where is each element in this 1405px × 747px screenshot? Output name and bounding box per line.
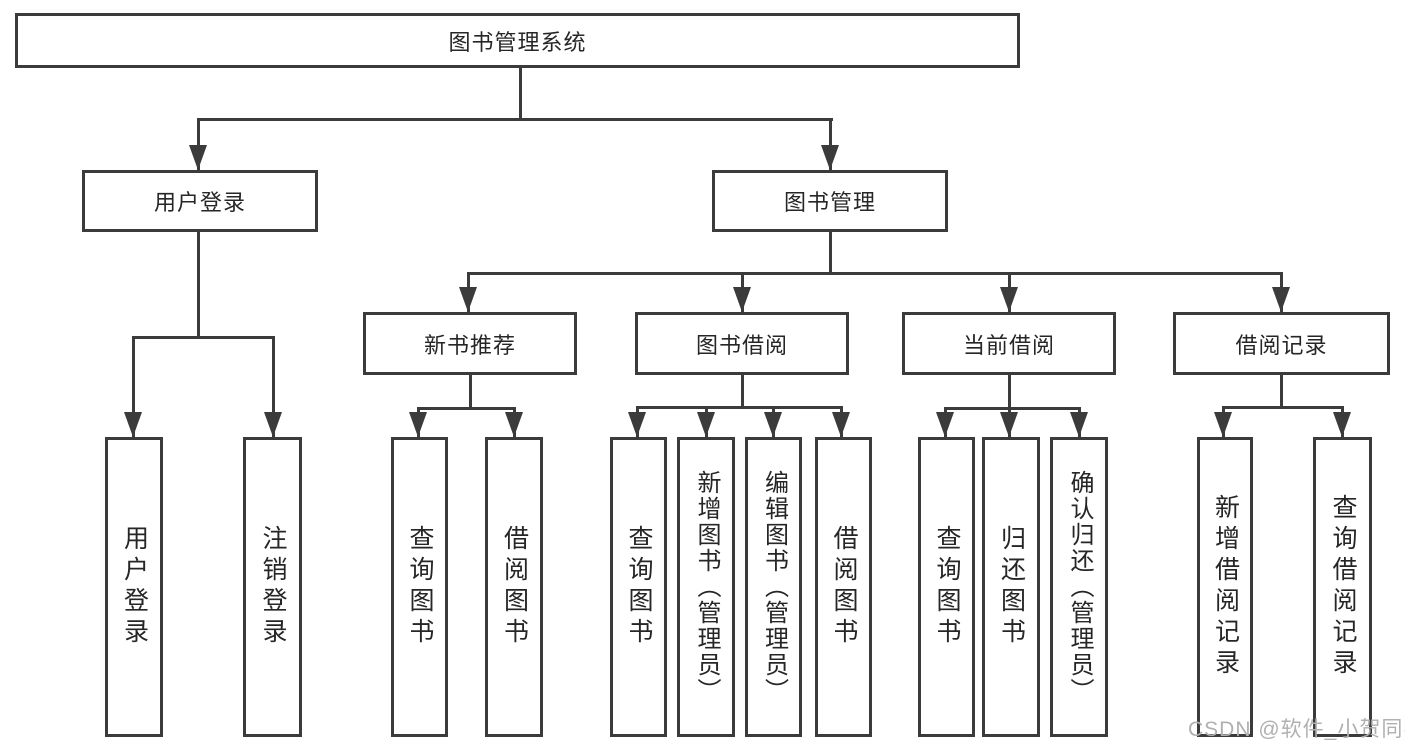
connector-line [467, 272, 1283, 275]
node-current-borrowing: 当前借阅 [902, 312, 1116, 375]
connector-line [944, 407, 1081, 410]
arrow-down-icon [733, 287, 751, 312]
node-label: 注销登录 [259, 525, 287, 649]
arrow-down-icon [1272, 287, 1290, 312]
connector-line [197, 232, 200, 336]
connector-line [272, 336, 275, 437]
node-label: 借阅记录 [1235, 332, 1328, 358]
arrow-down-icon [1214, 412, 1232, 437]
node-label: 图书管理 [783, 190, 876, 215]
arrow-down-icon [764, 412, 782, 437]
arrow-down-icon [1000, 412, 1018, 437]
connector-line [132, 336, 274, 339]
arrow-down-icon [821, 145, 839, 170]
arrow-down-icon [505, 412, 523, 437]
connector-line [197, 118, 200, 170]
connector-line [829, 232, 832, 272]
arrow-down-icon [1000, 287, 1018, 312]
arrow-down-icon [697, 412, 715, 437]
node-label: 用户登录 [153, 190, 246, 215]
leaf-query-books-borrowing: 查询图书 [610, 437, 667, 737]
node-borrowing-records: 借阅记录 [1173, 312, 1390, 375]
connector-line [1280, 375, 1283, 406]
node-label: 归还图书 [997, 525, 1026, 649]
node-library-management-system: 图书管理系统 [15, 13, 1020, 68]
leaf-borrow-books-recommend: 借阅图书 [485, 437, 543, 737]
connector-line [519, 68, 522, 118]
node-label: 查询图书 [406, 525, 434, 649]
node-label: 借阅图书 [830, 525, 858, 649]
leaf-return-book: 归还图书 [982, 437, 1040, 737]
arrow-down-icon [628, 412, 646, 437]
leaf-confirm-return-admin: 确认归还（管理员） [1050, 437, 1108, 737]
connector-line [417, 407, 515, 410]
connector-line [1222, 406, 1344, 409]
leaf-add-borrow-record: 新增借阅记录 [1197, 437, 1253, 737]
arrow-down-icon [1070, 412, 1088, 437]
leaf-user-login: 用户登录 [105, 437, 163, 737]
leaf-borrow-books-borrowing: 借阅图书 [815, 437, 872, 737]
node-label: 新书推荐 [423, 332, 516, 358]
connector-line [469, 375, 472, 407]
arrow-down-icon [189, 145, 207, 170]
node-book-borrowing: 图书借阅 [635, 312, 849, 375]
connector-line [197, 118, 833, 121]
node-label: 图书管理系统 [448, 29, 587, 55]
arrow-down-icon [1333, 412, 1351, 437]
connector-line [1008, 375, 1011, 407]
arrow-down-icon [409, 412, 427, 437]
connector-line [636, 406, 842, 409]
leaf-logout: 注销登录 [243, 437, 302, 737]
leaf-query-borrow-record: 查询借阅记录 [1313, 437, 1372, 737]
connector-line [132, 336, 135, 437]
node-label: 借阅图书 [500, 525, 529, 649]
leaf-query-books-current: 查询图书 [918, 437, 975, 737]
node-label: 确认归还（管理员） [1066, 470, 1093, 704]
arrow-down-icon [264, 412, 282, 437]
arrow-down-icon [832, 412, 850, 437]
node-book-management: 图书管理 [712, 170, 948, 232]
node-label: 查询借阅记录 [1329, 494, 1357, 680]
node-label: 用户登录 [120, 525, 149, 649]
leaf-query-books-recommend: 查询图书 [391, 437, 448, 737]
arrow-down-icon [459, 287, 477, 312]
node-label: 查询图书 [933, 525, 961, 649]
node-label: 新增图书（管理员） [693, 470, 720, 704]
node-user-login: 用户登录 [82, 170, 318, 232]
leaf-edit-book-admin: 编辑图书（管理员） [745, 437, 802, 737]
node-label: 查询图书 [625, 525, 653, 649]
node-label: 当前借阅 [962, 332, 1055, 358]
csdn-watermark: CSDN @软件_小贺同学 [1188, 718, 1405, 741]
node-label: 图书借阅 [695, 332, 788, 358]
arrow-down-icon [124, 412, 142, 437]
connector-line [741, 375, 744, 406]
node-new-book-recommendation: 新书推荐 [363, 312, 577, 375]
node-label: 新增借阅记录 [1211, 494, 1240, 680]
connector-line [829, 118, 832, 170]
arrow-down-icon [936, 412, 954, 437]
node-label: 编辑图书（管理员） [760, 470, 788, 704]
leaf-add-book-admin: 新增图书（管理员） [677, 437, 735, 737]
